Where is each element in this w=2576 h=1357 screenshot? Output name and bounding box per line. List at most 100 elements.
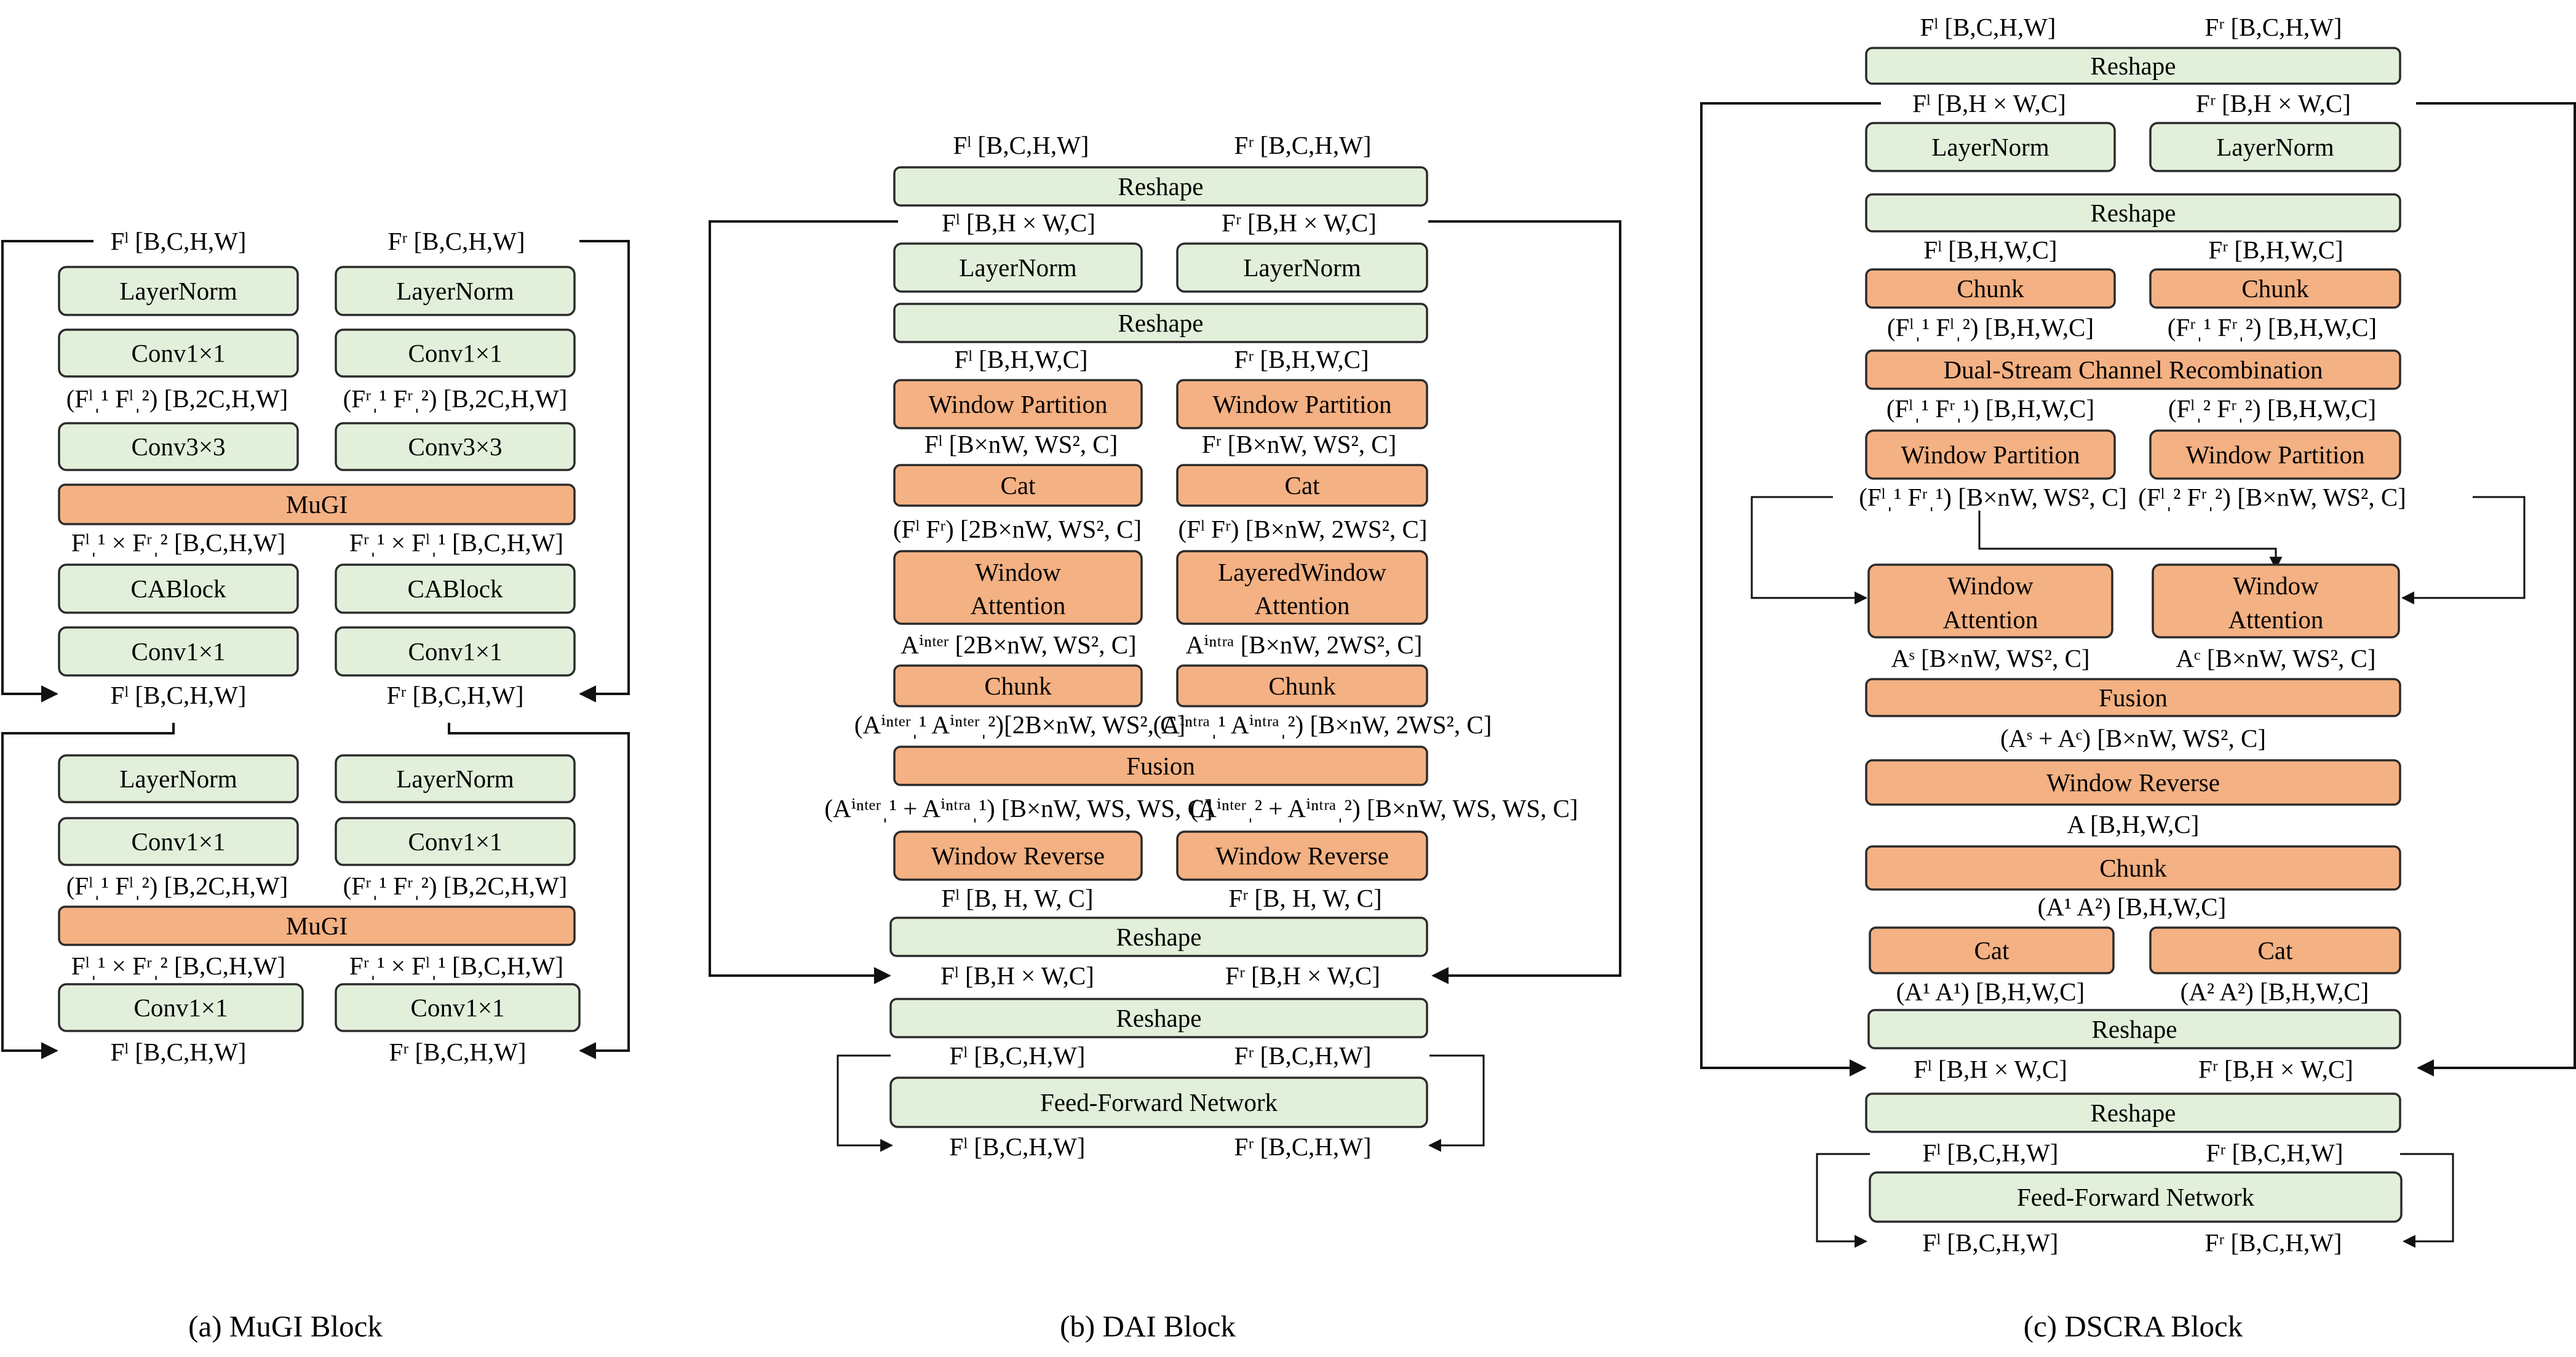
c-flat-right-label: Fʳ [B,H × W,C] (2196, 89, 2351, 117)
b-ffn-box (889, 1076, 1428, 1128)
a-layernorm-left-box (58, 266, 299, 316)
b-ffn-residual-right (1428, 1054, 1485, 1152)
a-cablock-right-label: CABlock (408, 575, 503, 603)
a-conv3x3-right-box (335, 422, 576, 471)
c-reshape-label-1: Reshape (2091, 52, 2176, 80)
c-cat-left-box (1869, 926, 2115, 974)
b-cat-left-shape: (Fˡ Fʳ) [2B×nW, WS², C] (893, 515, 1142, 543)
a-conv1x1-right-box-4 (335, 983, 581, 1032)
b-ffn-residual-left (837, 1054, 894, 1152)
b-win-right-label: Fʳ [B×nW, WS², C] (1202, 430, 1397, 458)
c-flat-left-label-2: Fˡ [B,H × W,C] (1914, 1055, 2067, 1083)
c-caption: (c) DSCRA Block (2024, 1310, 2243, 1343)
a-mix-left-label: Fˡˌ¹ × Fʳˌ² [B,C,H,W] (71, 528, 285, 557)
b-caption: (b) DAI Block (1060, 1310, 1236, 1343)
c-window-attention-left-box (1867, 563, 2113, 639)
c-cat-right-shape: (A² A²) [B,H,W,C] (2180, 977, 2369, 1006)
c-cat-right-box (2149, 926, 2401, 974)
b-chunk-left-label: Chunk (984, 672, 1052, 700)
a-mix-right-label: Fʳˌ¹ × Fˡˌ¹ [B,C,H,W] (349, 528, 563, 557)
b-cat-right-shape: (Fˡ Fʳ) [B×nW, 2WS², C] (1179, 515, 1428, 543)
c-output-left-label: Fˡ [B,C,H,W] (1923, 1228, 2059, 1257)
panel-a-mugi-block: Fˡ [B,C,H,W] Fʳ [B,C,H,W] LayerNorm Laye… (1, 227, 630, 1343)
c-dscr-box (1865, 349, 2401, 390)
c-cross-arrow (1978, 511, 2283, 570)
b-window-partition-right-box (1176, 379, 1428, 429)
c-window-attention-left-label-2: Attention (1943, 605, 2038, 634)
c-layernorm-left-label: LayerNorm (1931, 133, 2049, 161)
b-window-reverse-right-label: Window Reverse (1215, 842, 1389, 870)
b-hwc-left-label: Fˡ [B,H,W,C] (954, 345, 1087, 373)
a-conv1x1-right-box-2 (335, 626, 576, 677)
b-chunk-right-box (1176, 664, 1428, 707)
a-conv1x1-left-box-2 (58, 626, 299, 677)
c-reshape-box-4 (1865, 1092, 2401, 1133)
b-ffn-label: Feed-Forward Network (1040, 1088, 1278, 1116)
a-split-right-label-2: (Fʳˌ¹ Fʳˌ²) [B,2C,H,W] (343, 872, 568, 900)
b-fusion-right-shape: (Aⁱⁿᵗᵉʳˌ² + Aⁱⁿᵗʳᵃˌ²) [B×nW, WS, WS, C] (1190, 794, 1578, 822)
c-ffn-residual-right (2400, 1153, 2454, 1248)
b-chunk-right-label: Chunk (1268, 672, 1336, 700)
b-flat-right-label-2: Fʳ [B,H × W,C] (1225, 961, 1380, 990)
a-input-right-label: Fʳ [B,C,H,W] (388, 227, 525, 255)
a-conv1x1-left-box (58, 328, 299, 378)
c-bchw-left-label: Fˡ [B,C,H,W] (1923, 1139, 2059, 1167)
c-chunk-left-box (1865, 268, 2116, 309)
b-hwc-right-label: Fʳ [B,H,W,C] (1234, 345, 1369, 373)
c-reshape-box-1 (1865, 47, 2401, 85)
c-window-partition-left-label: Window Partition (1901, 440, 2080, 469)
panel-c-dscra-block: Fˡ [B,C,H,W] Fʳ [B,C,H,W] Reshape Fˡ [B,… (1700, 13, 2576, 1343)
c-chunk-right-label: Chunk (2241, 274, 2309, 303)
b-fusion-box (893, 746, 1428, 786)
c-hwc-left-label: Fˡ [B,H,W,C] (1923, 236, 2057, 264)
c-fusion-label: Fusion (2099, 683, 2168, 712)
c-fusion-box (1865, 678, 2401, 717)
c-bchw-right-label: Fʳ [B,C,H,W] (2206, 1139, 2343, 1167)
a-conv1x1-left-box-3 (58, 817, 299, 866)
a-layernorm-left-box-2 (58, 754, 299, 803)
b-rev-left-shape: Fˡ [B, H, W, C] (941, 884, 1093, 912)
c-dscr-label: Dual-Stream Channel Recombination (1943, 356, 2323, 384)
c-window-attention-right-label-2: Attention (2228, 605, 2324, 634)
c-layernorm-left-box (1865, 122, 2116, 172)
c-reverse-shape: A [B,H,W,C] (2067, 810, 2200, 838)
b-output-right-label: Fʳ [B,C,H,W] (1234, 1132, 1371, 1161)
c-fusion-shape: (Aˢ + Aᶜ) [B×nW, WS², C] (2000, 724, 2266, 752)
b-reshape-box-1 (893, 166, 1428, 207)
c-wp-right-shape: (Fˡˌ² Fʳˌ²) [B×nW, WS², C] (2138, 483, 2406, 511)
b-residual-arrow-right (1428, 220, 1621, 984)
c-att-left-shape: Aˢ [B×nW, WS², C] (1891, 644, 2089, 672)
a-mix-left-label-2: Fˡˌ¹ × Fʳˌ² [B,C,H,W] (71, 952, 285, 980)
b-cat-left-box (893, 464, 1143, 507)
c-reshape-box-2 (1865, 193, 2401, 233)
c-chunk-left-shape: (Fˡˌ¹ Fˡˌ²) [B,H,W,C] (1887, 313, 2094, 341)
b-reshape-label-1: Reshape (1118, 172, 1204, 201)
b-window-reverse-right-box (1176, 830, 1428, 881)
b-input-right-label: Fʳ [B,C,H,W] (1234, 131, 1371, 159)
b-reshape-box-4 (889, 998, 1428, 1038)
c-layernorm-right-box (2149, 122, 2401, 172)
a-conv1x1-right-label-2: Conv1×1 (408, 637, 503, 666)
b-layernorm-right-box (1176, 242, 1428, 293)
residual-arrow-right-2 (448, 723, 630, 1059)
c-att-right-shape: Aᶜ [B×nW, WS², C] (2176, 644, 2376, 672)
b-reshape-box-2 (893, 303, 1428, 343)
a-mugi-label: MuGI (286, 490, 348, 519)
a-layernorm-left-label: LayerNorm (119, 277, 237, 305)
a-conv1x1-right-label: Conv1×1 (408, 339, 503, 367)
b-flat-left-label-2: Fˡ [B,H × W,C] (940, 961, 1094, 990)
a-layernorm-right-label: LayerNorm (396, 277, 514, 305)
b-window-partition-right-label: Window Partition (1212, 390, 1391, 418)
a-conv3x3-right-label: Conv3×3 (408, 432, 503, 461)
b-cat-left-label: Cat (1001, 471, 1036, 499)
c-chunk-left-label: Chunk (1957, 274, 2024, 303)
a-layernorm-right-box (335, 266, 576, 316)
b-window-attention-box (893, 550, 1143, 625)
b-cat-right-box (1176, 464, 1428, 507)
c-hwc-right-label: Fʳ [B,H,W,C] (2208, 236, 2343, 264)
b-layered-window-attention-box (1176, 550, 1428, 625)
a-caption: (a) MuGI Block (188, 1310, 383, 1343)
c-window-attention-left-label-1: Window (1947, 571, 2033, 600)
b-layered-attention-label-2: Attention (1255, 591, 1350, 619)
c-chunk-label-2: Chunk (2099, 854, 2167, 882)
